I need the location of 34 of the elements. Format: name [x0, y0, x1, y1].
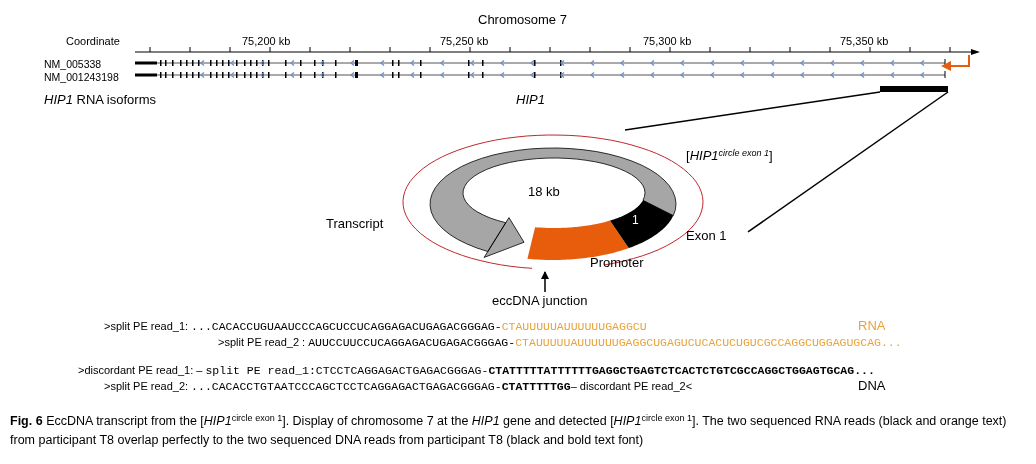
arrow [541, 271, 549, 293]
figure-caption: Fig. 6 EccDNA transcript from the [HIP1$^{circle exon 1}$]. Display of chromosome 7 at the HIP1 gene and detected [HIP1$^{circle exon 1}$]. The two sequenced RNA reads (black and orange text) from participant T8 overlap perfectly to the two sequenced DNA reads from participant T8 (black and bold text font) [10, 412, 1008, 449]
sequence-text: ...CACACCTGTAATCCCAGCTCCTCAGGAGACTGAGACGGGAG-CTATTTTTGG [191, 379, 571, 395]
size-label: 18 kb [528, 184, 560, 200]
tick-label: 75,300 kb [643, 34, 692, 49]
junction-label: eccDNA junction [492, 292, 602, 310]
zoom-line [624, 91, 881, 131]
segment-label: Promoter [590, 255, 644, 271]
sequence-text: CTAUUUUUAUUUUUUGAGGCU [501, 319, 647, 335]
tick-label: 75,200 kb [242, 34, 291, 49]
sequence-text: AUUCCUUCCUCAGGAGACUGAGACGGGAG- [308, 335, 516, 351]
region-bar [880, 86, 948, 92]
read-name: – discordant PE read_2< [570, 379, 693, 394]
read-name: >split PE read_1: [104, 319, 189, 334]
gene-label: HIP1 [516, 92, 545, 108]
track-label: HIP1 RNA isoforms [44, 92, 156, 108]
isoform-label: NM_001243198 [44, 70, 119, 85]
tick-label: 75,250 kb [440, 34, 489, 49]
zoom-line [747, 91, 949, 233]
isoform-label: NM_005338 [44, 57, 102, 72]
sequence-text: ...CACACCUGUAAUCCCAGCUCCUCAGGAGACUGAGACGGGAG- [191, 319, 502, 335]
tick-label: 75,350 kb [840, 34, 889, 49]
segment-label: Transcript [326, 216, 384, 232]
read-name: >split PE read_2 : [218, 335, 306, 350]
segment-label: Exon 1 [686, 228, 727, 244]
axis-label: Coordinate [66, 34, 120, 49]
read-name: >split PE read_2: [104, 379, 189, 394]
read-type-label: DNA [858, 378, 886, 394]
read-type-label: RNA [858, 318, 886, 334]
exon-number: 1 [632, 212, 639, 228]
sequence-text: CTAUUUUUAUUUUUUGAGGCUGAGUCUCACUCUGUCGCCAGGCUGGAGUGCAG... [515, 335, 902, 351]
chart-title: Chromosome 7 [478, 12, 567, 28]
read-name: >discordant PE read_1: – [78, 363, 203, 378]
sequence-text: split PE read_1:CTCCTCAGGAGACTGAGACGGGAG-CTATTTTTATTTTTTGAGGCTGAGTCTCACTCTGTCGCCAGGCTGGAGTGCAG... [205, 363, 875, 379]
